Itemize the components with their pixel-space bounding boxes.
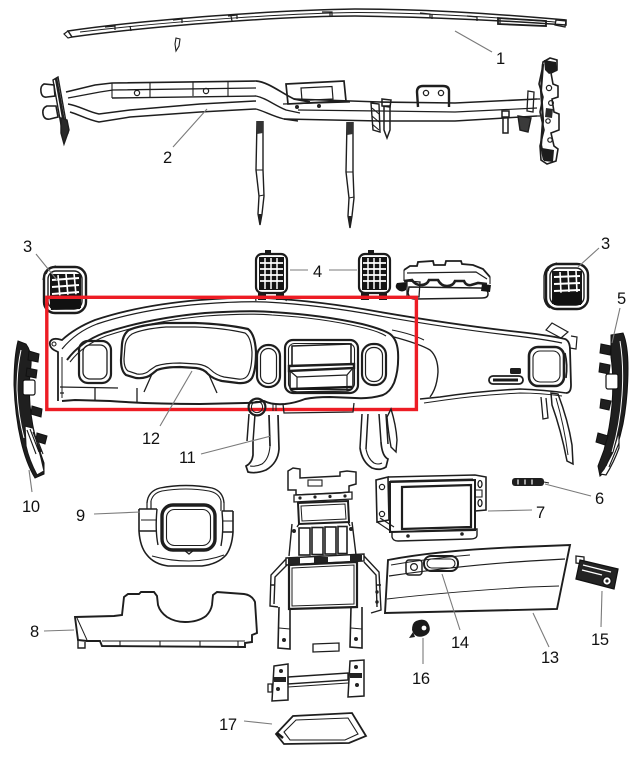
svg-text:8: 8 bbox=[30, 623, 39, 641]
svg-text:2: 2 bbox=[163, 149, 172, 167]
svg-text:10: 10 bbox=[22, 498, 40, 516]
svg-text:4: 4 bbox=[313, 263, 322, 281]
svg-text:12: 12 bbox=[142, 430, 160, 448]
svg-text:14: 14 bbox=[451, 634, 469, 652]
svg-text:13: 13 bbox=[541, 649, 559, 667]
svg-text:3: 3 bbox=[601, 235, 610, 253]
svg-text:11: 11 bbox=[179, 449, 196, 467]
svg-text:3: 3 bbox=[23, 238, 32, 256]
svg-text:9: 9 bbox=[76, 507, 85, 525]
svg-text:5: 5 bbox=[617, 290, 626, 308]
svg-text:16: 16 bbox=[412, 670, 430, 688]
svg-text:6: 6 bbox=[595, 490, 604, 508]
svg-text:7: 7 bbox=[536, 504, 545, 522]
svg-text:17: 17 bbox=[219, 716, 237, 734]
svg-text:1: 1 bbox=[496, 50, 505, 68]
svg-text:15: 15 bbox=[591, 631, 609, 649]
